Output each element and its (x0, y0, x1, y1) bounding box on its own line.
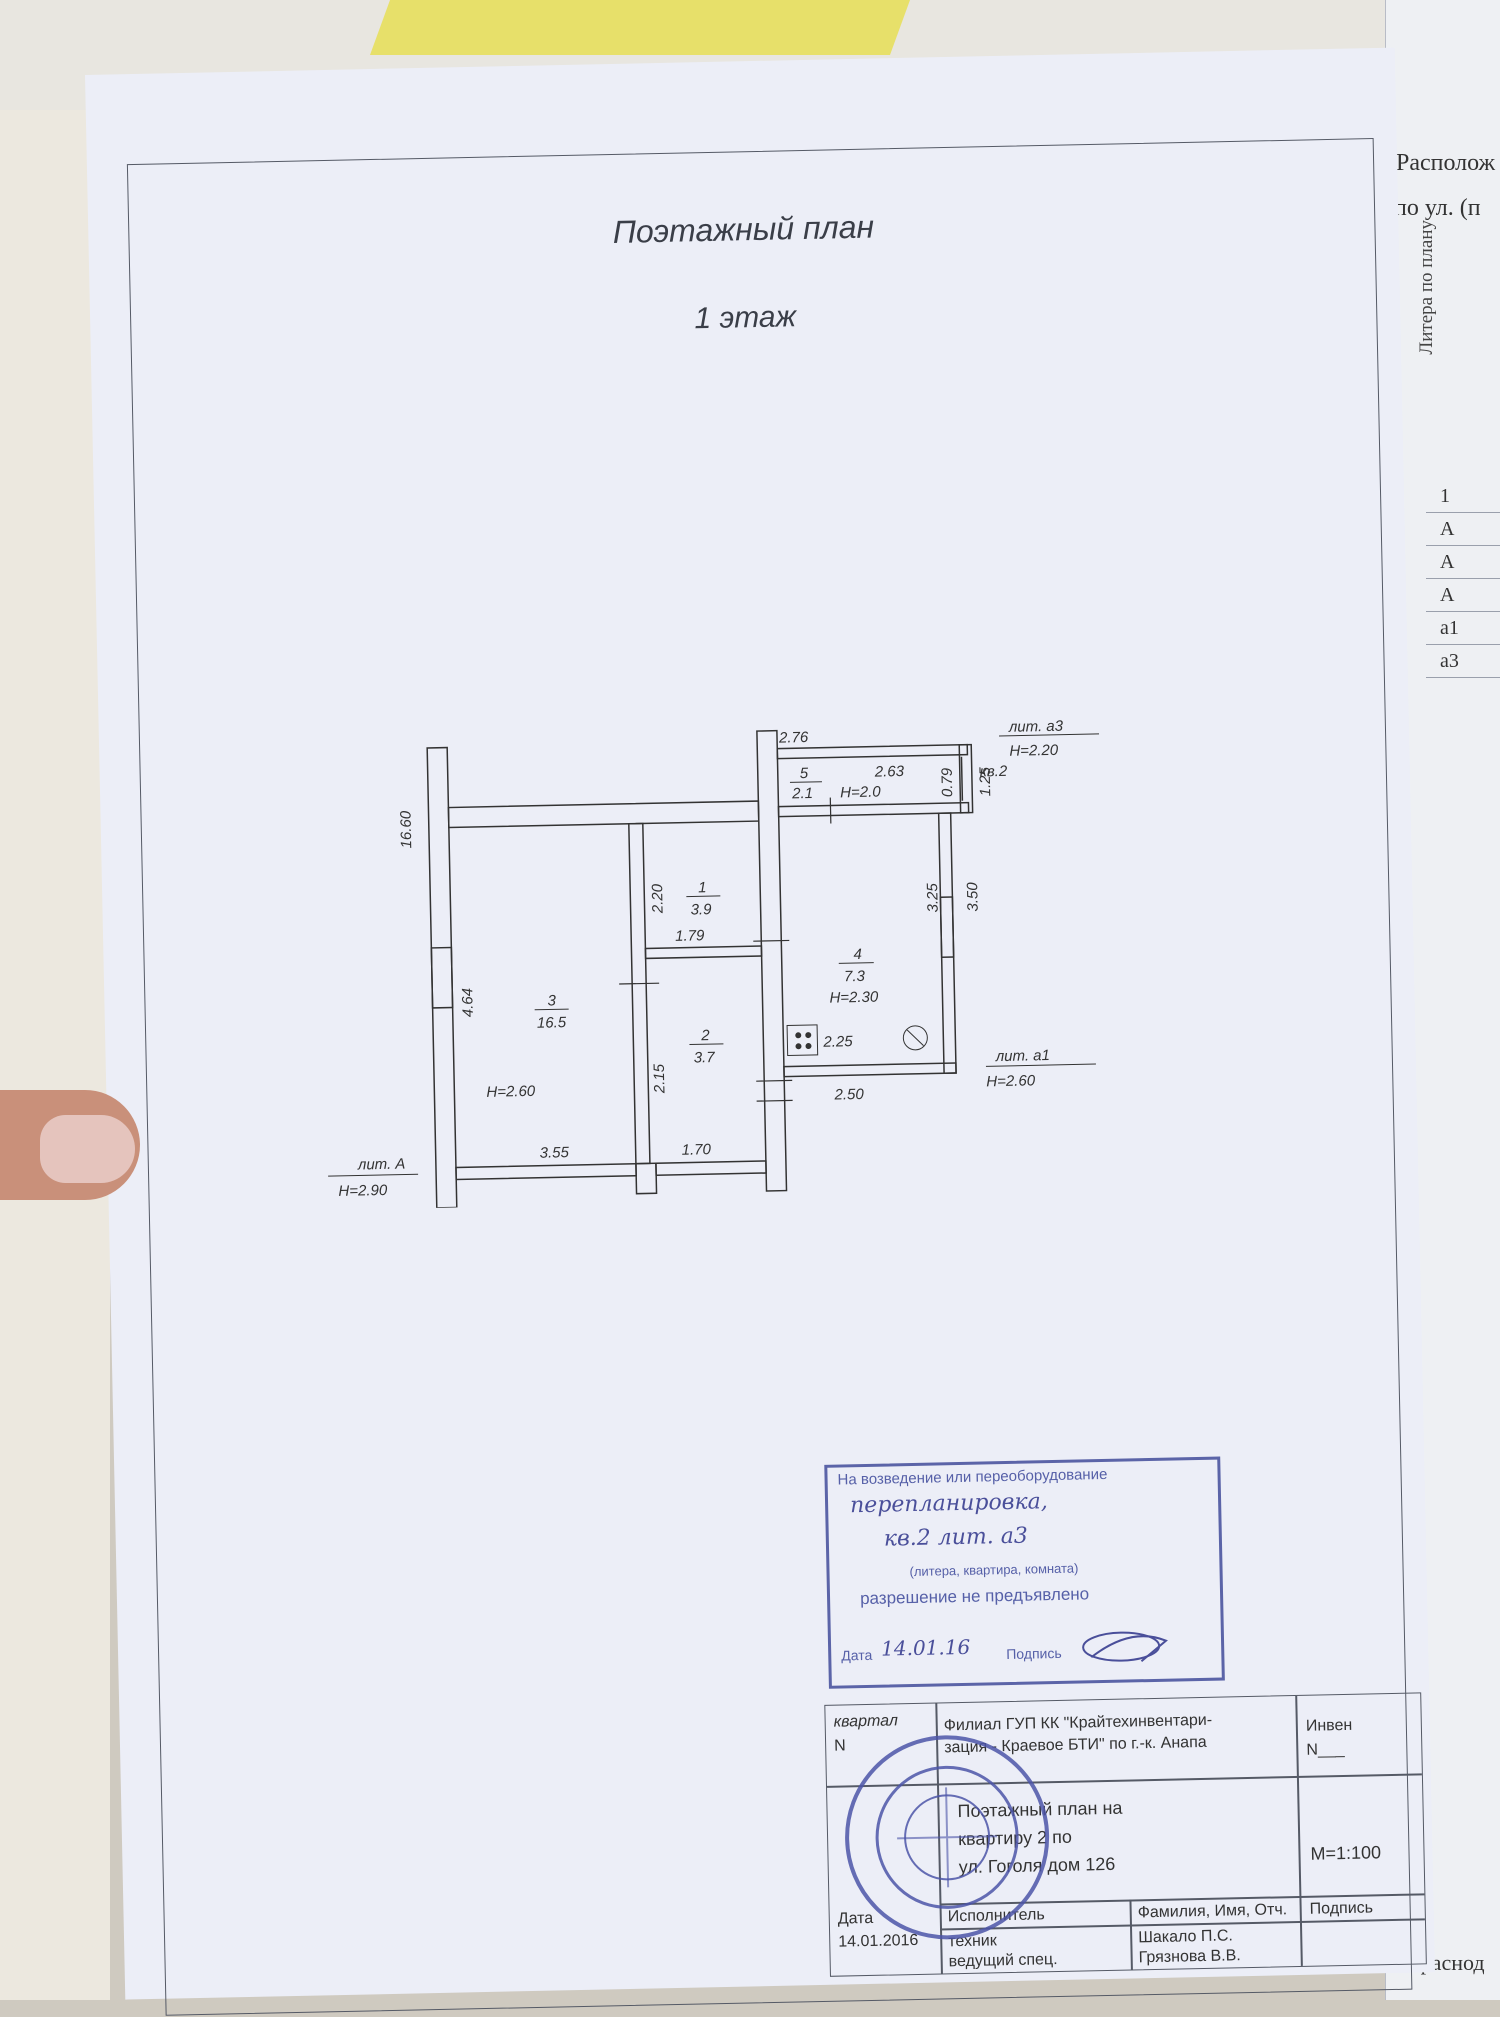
adjacent-row: а3 (1426, 645, 1500, 678)
dim-464: 4.64 (459, 988, 477, 1018)
stamp-line-1: На возведение или переоборудование (837, 1465, 1108, 1489)
room-3-height: H=2.60 (486, 1083, 536, 1101)
adjacent-header-2: по ул. (п (1394, 195, 1481, 221)
adjacent-col-header: Литера по плану (1416, 220, 1437, 355)
dim-170: 1.70 (681, 1141, 711, 1159)
stamp-line-3: разрешение не предъявлено (859, 1584, 1090, 1609)
walls (426, 729, 974, 1209)
stamp-date-label: Дата (841, 1646, 873, 1664)
adjacent-row: А (1426, 546, 1500, 579)
dim-250: 2.50 (833, 1086, 864, 1104)
stamp-handwriting-1: перепланировка, (849, 1489, 1048, 1519)
lit-A-height: H=2.90 (338, 1182, 388, 1200)
dim-1660: 16.60 (397, 810, 415, 849)
dim-355: 3.55 (540, 1144, 570, 1162)
dim-325: 3.25 (924, 882, 942, 912)
dim-220: 2.20 (649, 883, 667, 914)
dim-125: 1.25 (977, 766, 995, 796)
dim-179: 1.79 (675, 927, 705, 945)
fingernail (40, 1115, 135, 1183)
stamp-line-2: (литера, квартира, комната) (909, 1560, 1079, 1580)
stamp-date-value: 14.01.16 (880, 1634, 971, 1661)
room-2-number: 2 (700, 1027, 710, 1044)
room-3-area: 16.5 (537, 1014, 567, 1032)
dim-350: 3.50 (964, 882, 982, 912)
dim-215: 2.15 (651, 1063, 669, 1094)
lit-a1-height: H=2.60 (986, 1072, 1036, 1090)
dim-079: 0.79 (939, 767, 957, 797)
door-marks (619, 797, 832, 1102)
dim-225: 2.25 (822, 1033, 853, 1051)
yellow-folder (369, 0, 911, 55)
tb-name-1: Шакало П.С. (1138, 1927, 1234, 1947)
room-2-area: 3.7 (694, 1049, 716, 1066)
room-5-height: H=2.0 (840, 783, 881, 801)
boiler-icon (902, 1025, 928, 1051)
room-3-number: 3 (547, 992, 556, 1009)
lit-a3-label: лит. а3 (1008, 718, 1064, 736)
floor-plan-drawing: 2.76 2.63 0.79 1.25 16.60 2.20 1.79 3.25… (328, 718, 1100, 1209)
room-4-number: 4 (853, 946, 862, 963)
lit-A-label: лит. А (357, 1156, 406, 1174)
adjacent-row: А (1426, 513, 1500, 546)
lit-a1-label: лит. а1 (995, 1047, 1051, 1065)
round-seal-icon (845, 1735, 1050, 1940)
dim-276: 2.76 (778, 729, 809, 747)
room-4-area: 7.3 (844, 968, 866, 985)
adjacent-row: а1 (1426, 612, 1500, 645)
room-5-area: 2.1 (791, 785, 813, 802)
stamp-sign-label: Подпись (1006, 1644, 1062, 1663)
tb-inventory-n: N___ (1306, 1740, 1345, 1759)
adjacent-table: 1 А А А а1 а3 (1426, 480, 1500, 678)
apartment-label: кв.2 (980, 763, 1008, 781)
room-4-height: H=2.30 (829, 989, 879, 1007)
tb-scale: М=1:100 (1310, 1842, 1382, 1864)
room-1-area: 3.9 (690, 901, 712, 918)
tb-fio: Фамилия, Имя, Отч. (1137, 1901, 1288, 1922)
permit-stamp: На возведение или переоборудование переп… (824, 1456, 1225, 1689)
adjacent-header-1: Располож (1396, 150, 1496, 176)
lit-a3-height: H=2.20 (1009, 742, 1059, 760)
dim-263: 2.63 (874, 763, 905, 781)
tb-sign: Подпись (1309, 1899, 1374, 1918)
tb-inventory: Инвен (1305, 1716, 1353, 1735)
signature-mark (1082, 1631, 1168, 1662)
room-5-number: 5 (800, 765, 809, 782)
stove-icon (786, 1024, 819, 1057)
adjacent-row: 1 (1426, 480, 1500, 513)
adjacent-row: А (1426, 579, 1500, 612)
tb-name-2: Грязнова В.В. (1138, 1947, 1241, 1967)
floor-plan-sheet: Поэтажный план 1 этаж (85, 47, 1436, 2016)
stamp-handwriting-2: кв.2 лит. а3 (883, 1523, 1029, 1552)
room-1-number: 1 (698, 879, 707, 896)
